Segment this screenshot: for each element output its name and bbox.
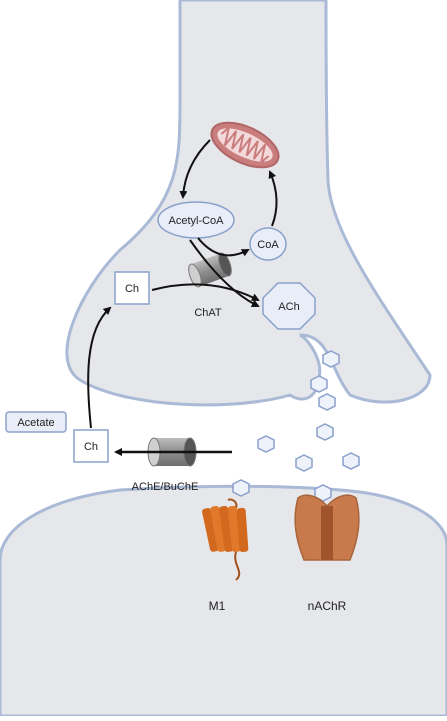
arrow-acetylcoa-to-coa <box>197 237 250 257</box>
arrow-acetylcoa-to-ach <box>189 239 260 307</box>
choline-label-inside: Ch <box>125 283 139 295</box>
cylinder-enzyme-icon <box>188 252 232 288</box>
arrow-coa-to-mito <box>268 170 278 227</box>
acetate-box: Acetate <box>5 411 67 433</box>
coa-node: CoA <box>249 227 287 261</box>
ach-molecule <box>295 454 313 472</box>
choline-box-inside: Ch <box>114 271 150 305</box>
ach-label: ACh <box>278 301 299 313</box>
gpcr-receptor-icon <box>202 498 249 581</box>
ach-molecule <box>316 423 334 441</box>
chat-label: ChAT <box>194 307 222 319</box>
nachr-label: nAChR <box>308 599 347 613</box>
ach-molecule <box>322 350 340 368</box>
arrow-ch-to-ach <box>151 283 260 301</box>
ach-molecule <box>232 479 250 497</box>
arrow-mito-to-acetylcoa <box>179 139 211 199</box>
ach-molecule <box>257 435 275 453</box>
ach-molecules <box>232 350 360 502</box>
ach-node: ACh <box>262 282 316 330</box>
presynaptic-terminal <box>65 0 432 407</box>
choline-label-outside: Ch <box>84 441 98 453</box>
choline-box-outside: Ch <box>73 429 109 463</box>
ache-buche-label: AChE/BuChE <box>132 481 199 493</box>
coa-label: CoA <box>257 239 279 251</box>
acetate-label: Acetate <box>17 417 54 429</box>
ion-channel-icon <box>294 494 360 561</box>
ach-molecule <box>310 375 328 393</box>
ach-molecule <box>318 393 336 411</box>
acetyl-coa-label: Acetyl-CoA <box>168 215 224 227</box>
ach-molecule <box>342 452 360 470</box>
acetyl-coa-node: Acetyl-CoA <box>157 201 235 239</box>
arrow-choline-reuptake <box>87 306 112 429</box>
mitochondrion-icon <box>210 121 280 169</box>
m1-label: M1 <box>209 599 226 613</box>
